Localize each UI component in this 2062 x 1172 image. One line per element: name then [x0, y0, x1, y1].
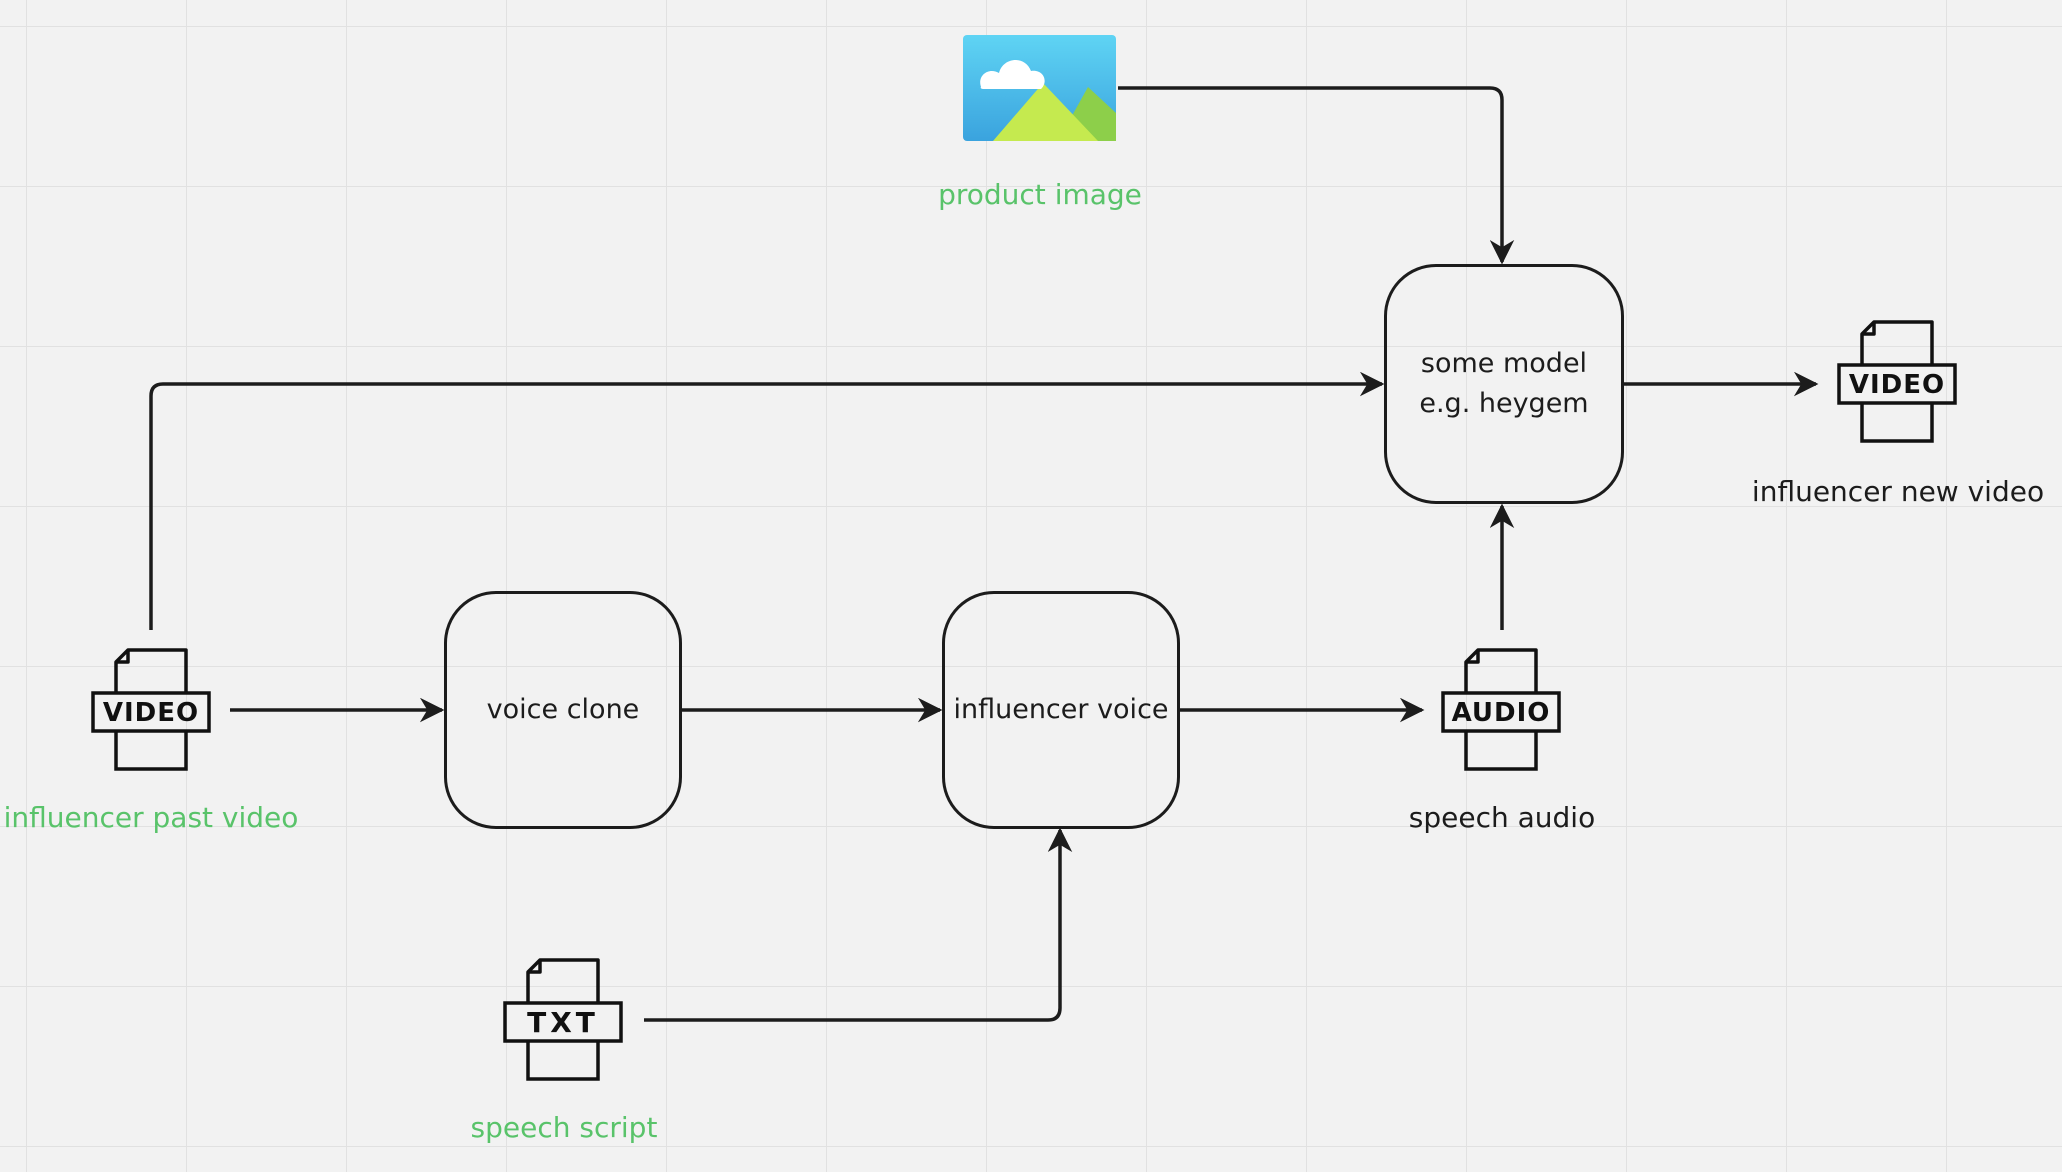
speech-audio-label: speech audio — [1408, 801, 1596, 834]
file-outline-icon — [503, 958, 623, 1081]
file-outline-icon — [1441, 648, 1561, 771]
model-node[interactable]: some model e.g. heygem — [1384, 264, 1624, 504]
txt-file-icon[interactable]: TXT — [503, 958, 625, 1084]
voice-clone-label: voice clone — [486, 694, 640, 725]
new-video-tag: VIDEO — [1848, 370, 1946, 400]
video-file-icon[interactable]: VIDEO — [91, 648, 213, 774]
audio-file-icon[interactable]: AUDIO — [1441, 648, 1563, 774]
voice-clone-node[interactable]: voice clone — [444, 591, 682, 829]
video-file-icon[interactable]: VIDEO — [1837, 320, 1959, 446]
model-node-line1: some model — [1420, 348, 1588, 379]
influencer-voice-label: influencer voice — [953, 694, 1169, 725]
speech-script-tag: TXT — [527, 1006, 599, 1039]
file-outline-icon — [1837, 320, 1957, 443]
file-outline-icon — [91, 648, 211, 771]
connector-script-to-influencervoice[interactable] — [644, 827, 1073, 1022]
connector-image-to-model[interactable] — [1118, 86, 1515, 265]
influencer-past-video-label: influencer past video — [3, 801, 299, 834]
speech-script-label: speech script — [470, 1111, 658, 1144]
speech-audio-tag: AUDIO — [1451, 698, 1551, 728]
product-image-label: product image — [938, 178, 1142, 211]
influencer-new-video-label: influencer new video — [1751, 475, 2045, 508]
model-node-line2: e.g. heygem — [1419, 388, 1589, 419]
connector-pastvideo-to-model[interactable] — [149, 371, 1385, 630]
past-video-tag: VIDEO — [102, 698, 200, 728]
influencer-voice-node[interactable]: influencer voice — [942, 591, 1180, 829]
image-icon[interactable] — [963, 35, 1116, 141]
